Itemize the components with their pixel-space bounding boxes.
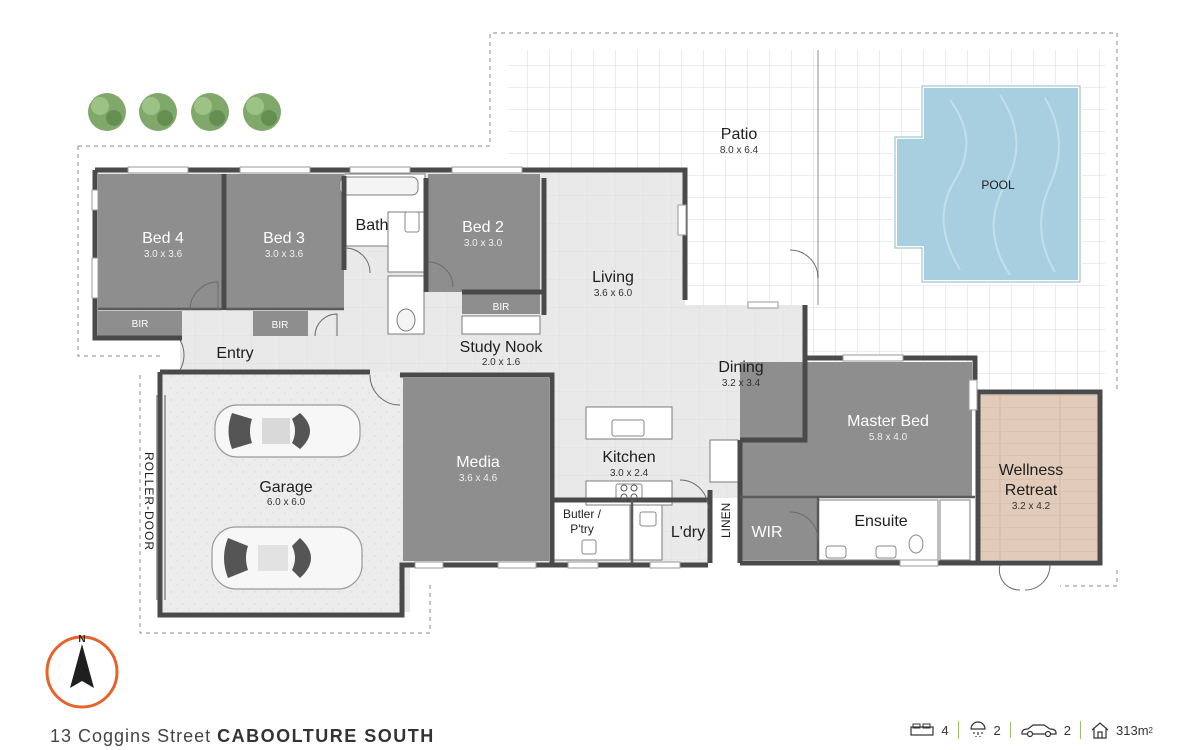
master-name: Master Bed xyxy=(847,413,929,430)
north-label: N xyxy=(78,634,85,645)
bed3-name: Bed 3 xyxy=(263,230,305,247)
media-name: Media xyxy=(456,454,500,471)
garage-dim: 6.0 x 6.0 xyxy=(267,497,306,508)
dark-rooms xyxy=(98,174,972,561)
patio-name: Patio xyxy=(721,126,758,143)
kitchen-dim: 3.0 x 2.4 xyxy=(610,468,649,479)
dining-dim: 3.2 x 3.4 xyxy=(722,378,761,389)
master-dim: 5.8 x 4.0 xyxy=(869,432,908,443)
interior-walls xyxy=(98,307,975,563)
butler-name2: P'try xyxy=(570,522,594,536)
stat-bathrooms: 2 xyxy=(957,721,1010,739)
kitchen-name: Kitchen xyxy=(602,449,655,466)
living-name: Living xyxy=(592,269,634,286)
bathrooms-count: 2 xyxy=(993,722,1001,738)
house-icon xyxy=(1091,722,1109,739)
bed2-dim: 3.0 x 3.0 xyxy=(464,238,503,249)
bed4-dim: 3.0 x 3.6 xyxy=(144,249,183,260)
bir-bed4: BIR xyxy=(132,319,149,330)
pool-label: POOL xyxy=(981,178,1015,192)
bath-name: Bath xyxy=(356,217,389,234)
address-suburb: CABOOLTURE SOUTH xyxy=(217,726,435,746)
entry-name: Entry xyxy=(216,345,253,362)
study-name: Study Nook xyxy=(460,339,544,356)
pool xyxy=(893,84,1082,284)
bed2-name: Bed 2 xyxy=(462,219,504,236)
car-top xyxy=(214,404,361,458)
stat-cars: 2 xyxy=(1009,722,1080,738)
site-boundary xyxy=(77,32,1118,634)
windows xyxy=(91,166,978,569)
cars-count: 2 xyxy=(1063,722,1072,738)
ensuite-name: Ensuite xyxy=(854,513,907,530)
doors xyxy=(156,247,1051,600)
bedrooms-count: 4 xyxy=(941,722,949,738)
shower-icon xyxy=(969,721,986,737)
property-address: 13 Coggins Street CABOOLTURE SOUTH xyxy=(50,726,435,747)
service-rooms xyxy=(339,173,971,561)
bed-icon xyxy=(910,723,934,736)
car-bottom xyxy=(211,526,363,590)
garage-name: Garage xyxy=(259,479,312,496)
media-dim: 3.6 x 4.6 xyxy=(459,473,498,484)
bir-bed3: BIR xyxy=(272,320,289,331)
dining-name: Dining xyxy=(718,359,763,376)
area-value: 313m xyxy=(1116,722,1149,738)
wellness-dim: 3.2 x 4.2 xyxy=(1012,501,1051,512)
compass-icon: N xyxy=(45,634,119,709)
cooktop xyxy=(620,484,638,501)
trees xyxy=(88,93,281,131)
wellness-name2: Retreat xyxy=(1005,482,1058,499)
bir-bed2: BIR xyxy=(493,302,510,313)
butler-name1: Butler / xyxy=(563,507,602,521)
living-dim: 3.6 x 6.0 xyxy=(594,288,633,299)
stat-bedrooms: 4 xyxy=(900,722,957,738)
laundry-name: L'dry xyxy=(671,524,705,541)
study-dim: 2.0 x 1.6 xyxy=(482,357,521,368)
patio-dim: 8.0 x 6.4 xyxy=(720,145,759,156)
bed4-name: Bed 4 xyxy=(142,230,184,247)
wir-name: WIR xyxy=(751,524,782,541)
linen-label: LINEN xyxy=(719,503,733,538)
bed3-dim: 3.0 x 3.6 xyxy=(265,249,304,260)
area-unit: 2 xyxy=(1148,725,1153,735)
wellness-name1: Wellness xyxy=(999,462,1064,479)
car-icon xyxy=(1021,724,1057,738)
address-street: 13 Coggins Street xyxy=(50,726,212,746)
roller-door-label: ROLLER-DOOR xyxy=(142,452,156,551)
